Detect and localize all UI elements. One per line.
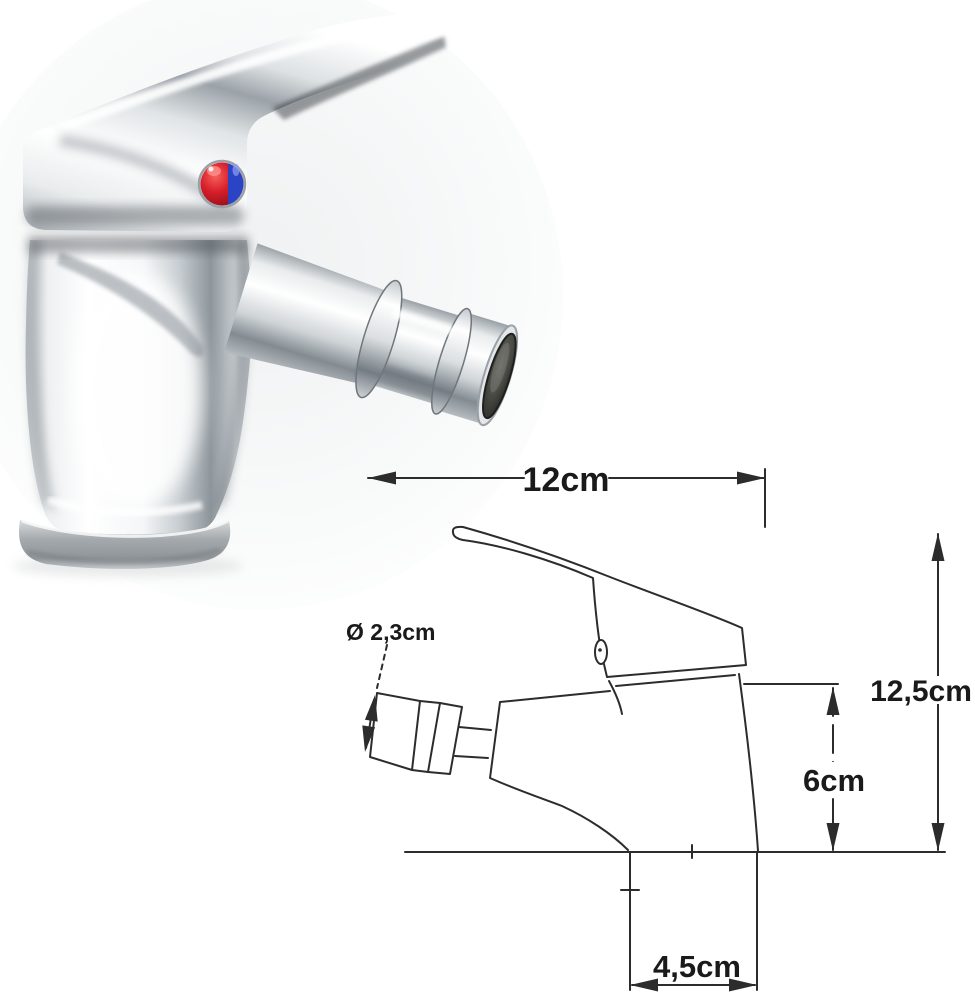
diagram-spout-cone <box>489 690 629 851</box>
dim-body-height-label: 6cm <box>803 763 865 798</box>
diagram-handle <box>451 525 747 678</box>
diagram-faucet-outline <box>369 525 946 859</box>
aerator-mesh <box>482 332 517 420</box>
dim-spout-diameter-label: Ø 2,3cm <box>346 619 436 645</box>
diagram-body-right-edge <box>738 673 759 852</box>
diagram-handle-screw <box>594 639 608 665</box>
dim-spout-diameter <box>362 644 388 752</box>
diagram-collar <box>615 674 736 687</box>
faucet-base <box>19 519 231 569</box>
dim-base-width-label: 4,5cm <box>653 949 741 984</box>
indicator-cold-half <box>228 162 244 206</box>
dim-base-width <box>620 852 758 992</box>
faucet-photo <box>0 0 563 610</box>
dimension-diagram <box>362 468 974 992</box>
dim-total-height-label: 12,5cm <box>870 675 972 708</box>
faucet-handle <box>23 12 451 232</box>
spout-collar-ring <box>355 279 403 399</box>
dim-total-length <box>367 468 766 528</box>
hot-cold-indicator <box>197 159 247 209</box>
faucet-body <box>25 236 252 534</box>
aerator-ring <box>431 307 473 415</box>
dim-total-length-label: 12cm <box>523 461 610 499</box>
faucet-spout <box>224 243 519 427</box>
